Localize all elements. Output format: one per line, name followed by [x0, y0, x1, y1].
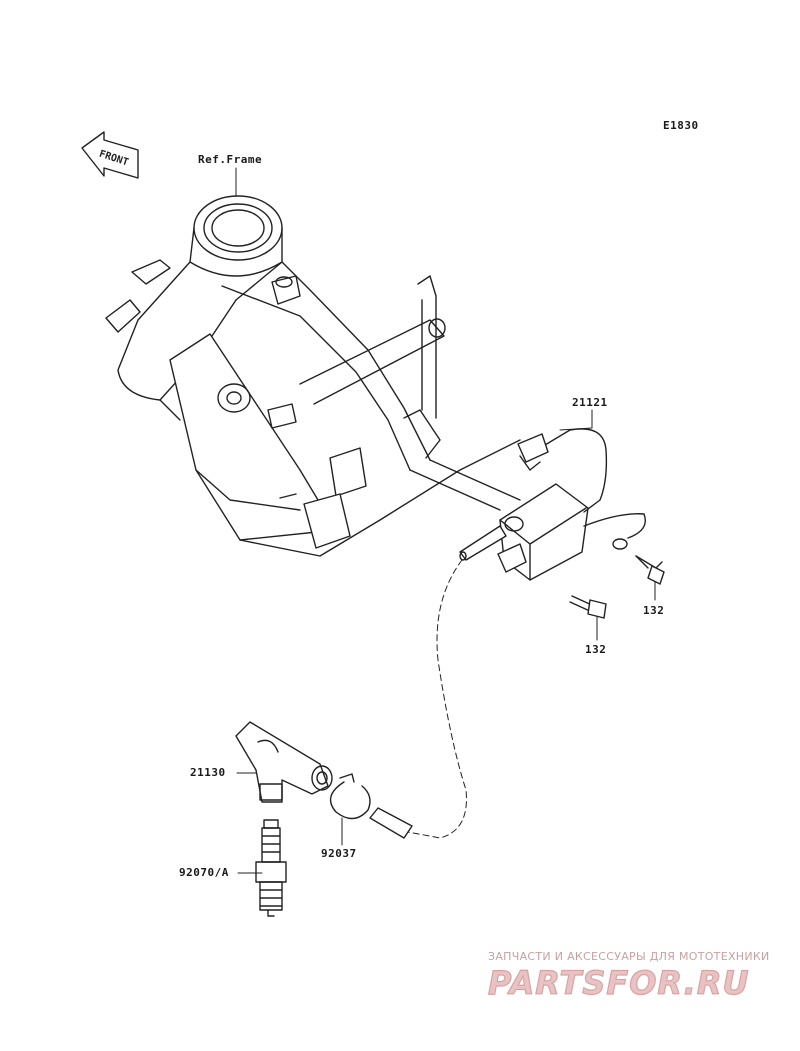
ref-frame-label: Ref.Frame	[198, 153, 263, 166]
front-arrow-icon: FRONT	[81, 131, 139, 179]
part-number-132-lower[interactable]: 132	[585, 643, 607, 656]
plug-cap	[235, 721, 333, 803]
leader-lines	[235, 167, 656, 874]
spark-plug	[255, 819, 287, 917]
part-number-21121[interactable]: 21121	[572, 396, 608, 409]
part-number-132-right[interactable]: 132	[643, 604, 665, 617]
frame-ref	[105, 195, 521, 557]
ht-lead-end	[369, 807, 413, 839]
part-number-92070a[interactable]: 92070/A	[179, 866, 229, 879]
watermark-logo: PARTSFOR.RU	[487, 963, 749, 1002]
watermark-logo-text: PARTSFOR.RU	[488, 964, 749, 1002]
bolt-lower	[569, 595, 607, 619]
ht-lead	[407, 559, 467, 839]
watermark-tagline: ЗАПЧАСТИ И АКСЕССУАРЫ ДЛЯ МОТОТЕХНИКИ	[488, 950, 770, 963]
diagram-code: E1830	[663, 119, 699, 132]
ignition-coil	[459, 428, 646, 581]
part-number-92037[interactable]: 92037	[321, 847, 357, 860]
bolt-right	[635, 555, 665, 585]
clamp	[329, 773, 371, 820]
part-number-21130[interactable]: 21130	[190, 766, 226, 779]
